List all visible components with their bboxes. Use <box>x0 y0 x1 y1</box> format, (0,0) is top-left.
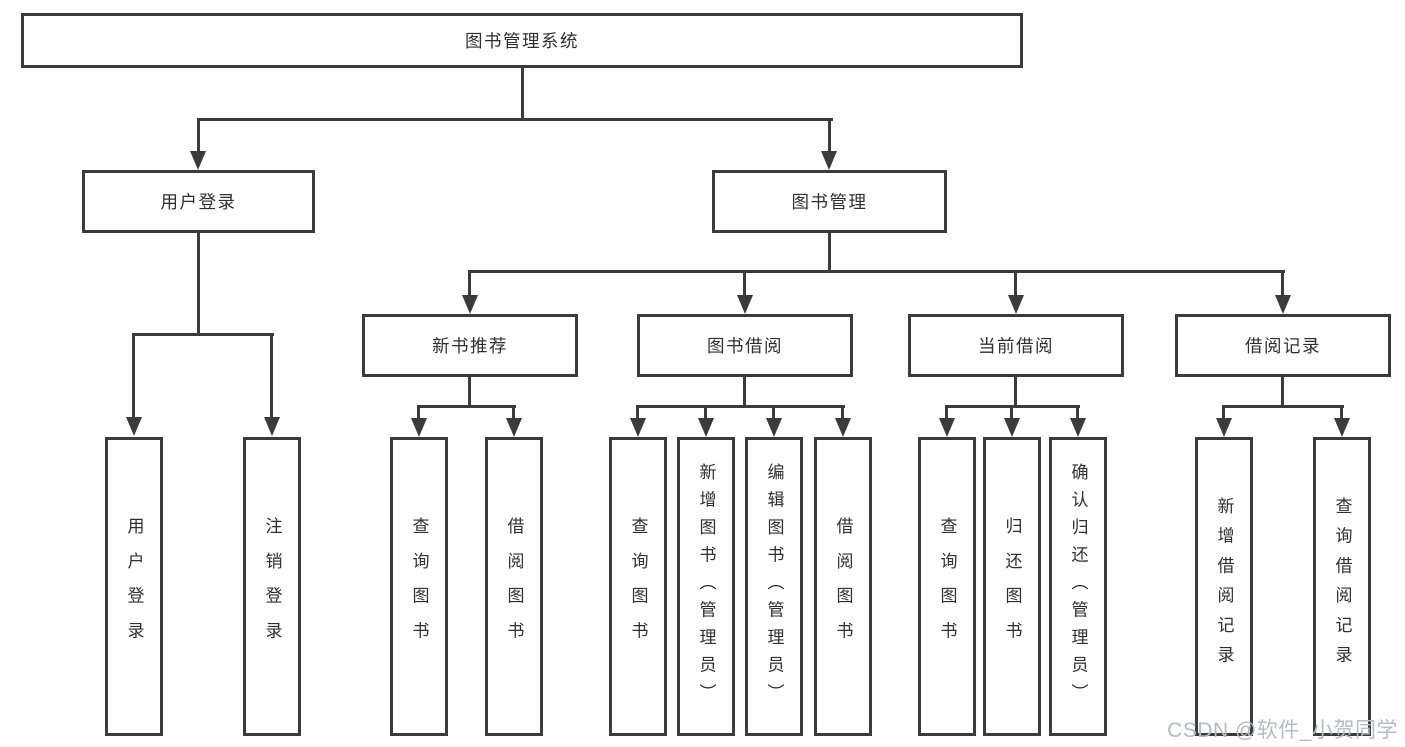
connector-records-branch <box>1222 405 1344 408</box>
node-root-label: 图书管理系统 <box>465 31 579 51</box>
connector-stem-user-leaf-0 <box>132 333 135 418</box>
leaf-records-query-record-label: 查询借阅记录 <box>1332 497 1352 676</box>
arrowhead-book-management <box>821 151 837 170</box>
node-current-borrow: 当前借阅 <box>908 314 1124 377</box>
arrowhead-current <box>1008 295 1024 314</box>
connector-stem-user-login <box>197 118 200 152</box>
connector-stem-records <box>1281 270 1284 296</box>
arrowhead-records-leaf-1 <box>1334 418 1350 437</box>
node-current-borrow-label: 当前借阅 <box>978 336 1054 356</box>
leaf-recommend-borrow-books: 借阅图书 <box>485 437 543 736</box>
node-borrow-records: 借阅记录 <box>1175 314 1391 377</box>
leaf-borrow-borrow-books-label: 借阅图书 <box>833 516 853 657</box>
connector-stem-book-management <box>828 118 831 152</box>
leaf-logout-label: 注销登录 <box>262 516 282 657</box>
arrowhead-borrow-leaf-2 <box>766 418 782 437</box>
leaf-current-query-books-label: 查询图书 <box>937 516 957 657</box>
arrowhead-recommend-leaf-1 <box>506 418 522 437</box>
connector-stem-current-leaf-0 <box>945 405 948 419</box>
node-borrow-records-label: 借阅记录 <box>1245 336 1321 356</box>
connector-stem-current-leaf-1 <box>1010 405 1013 419</box>
connector-stem-records-leaf-1 <box>1340 405 1343 419</box>
connector-level2-branch <box>197 118 833 121</box>
node-root: 图书管理系统 <box>21 13 1023 68</box>
connector-manage-drop <box>828 233 831 272</box>
leaf-borrow-edit-books-admin-label: 编辑图书（管理员） <box>764 462 784 711</box>
connector-stem-current <box>1014 270 1017 296</box>
node-user-login: 用户登录 <box>82 170 315 233</box>
arrowhead-borrow <box>737 295 753 314</box>
leaf-current-query-books: 查询图书 <box>918 437 976 736</box>
connector-recommend-drop <box>468 377 471 407</box>
arrowhead-borrow-leaf-1 <box>698 418 714 437</box>
arrowhead-user-leaf-0 <box>126 417 142 436</box>
arrowhead-records <box>1275 295 1291 314</box>
arrowhead-recommend <box>462 295 478 314</box>
arrowhead-user-login <box>190 151 206 170</box>
connector-stem-borrow-leaf-3 <box>841 405 844 419</box>
leaf-borrow-query-books: 查询图书 <box>609 437 667 736</box>
leaf-records-add-record-label: 新增借阅记录 <box>1214 497 1234 676</box>
connector-stem-recommend-leaf-1 <box>512 405 515 419</box>
arrowhead-user-leaf-1 <box>264 417 280 436</box>
connector-root-drop <box>521 68 524 121</box>
connector-user-drop <box>197 233 200 335</box>
node-user-login-label: 用户登录 <box>160 192 237 212</box>
node-book-borrow: 图书借阅 <box>637 314 853 377</box>
node-new-book-recommend: 新书推荐 <box>362 314 578 377</box>
node-new-book-recommend-label: 新书推荐 <box>432 336 508 356</box>
csdn-watermark: CSDN @软件_小贺同学 <box>1167 719 1398 742</box>
connector-borrow-drop <box>743 377 746 407</box>
leaf-user-login: 用户登录 <box>105 437 163 736</box>
leaf-current-confirm-return-admin-label: 确认归还（管理员） <box>1068 462 1088 711</box>
arrowhead-current-leaf-2 <box>1070 418 1086 437</box>
connector-borrow-branch <box>636 405 845 408</box>
leaf-borrow-add-books-admin-label: 新增图书（管理员） <box>696 462 716 711</box>
connector-recommend-branch <box>417 405 516 408</box>
leaf-records-add-record: 新增借阅记录 <box>1195 437 1253 736</box>
leaf-recommend-query-books-label: 查询图书 <box>409 516 429 657</box>
leaf-borrow-query-books-label: 查询图书 <box>628 516 648 657</box>
leaf-logout: 注销登录 <box>243 437 301 736</box>
leaf-borrow-edit-books-admin: 编辑图书（管理员） <box>745 437 803 736</box>
connector-stem-user-leaf-1 <box>270 333 273 418</box>
connector-stem-records-leaf-0 <box>1222 405 1225 419</box>
connector-stem-current-leaf-2 <box>1076 405 1079 419</box>
arrowhead-recommend-leaf-0 <box>411 418 427 437</box>
leaf-current-return-books-label: 归还图书 <box>1002 516 1022 657</box>
connector-records-drop <box>1281 377 1284 407</box>
arrowhead-records-leaf-0 <box>1216 418 1232 437</box>
arrowhead-borrow-leaf-0 <box>630 418 646 437</box>
arrowhead-current-leaf-1 <box>1004 418 1020 437</box>
leaf-records-query-record: 查询借阅记录 <box>1313 437 1371 736</box>
connector-stem-borrow <box>743 270 746 296</box>
leaf-borrow-add-books-admin: 新增图书（管理员） <box>677 437 735 736</box>
connector-stem-borrow-leaf-1 <box>704 405 707 419</box>
leaf-current-return-books: 归还图书 <box>983 437 1041 736</box>
leaf-user-login-label: 用户登录 <box>124 516 144 657</box>
connector-stem-borrow-leaf-0 <box>636 405 639 419</box>
connector-user-branch <box>132 333 274 336</box>
arrowhead-current-leaf-0 <box>939 418 955 437</box>
connector-stem-recommend <box>468 270 471 296</box>
connector-level3-branch <box>468 270 1285 273</box>
arrowhead-borrow-leaf-3 <box>835 418 851 437</box>
leaf-recommend-borrow-books-label: 借阅图书 <box>504 516 524 657</box>
leaf-borrow-borrow-books: 借阅图书 <box>814 437 872 736</box>
node-book-management: 图书管理 <box>712 170 947 233</box>
connector-stem-borrow-leaf-2 <box>772 405 775 419</box>
leaf-current-confirm-return-admin: 确认归还（管理员） <box>1049 437 1107 736</box>
connector-current-drop <box>1014 377 1017 407</box>
node-book-management-label: 图书管理 <box>791 192 868 212</box>
connector-stem-recommend-leaf-0 <box>417 405 420 419</box>
leaf-recommend-query-books: 查询图书 <box>390 437 448 736</box>
node-book-borrow-label: 图书借阅 <box>707 336 783 356</box>
